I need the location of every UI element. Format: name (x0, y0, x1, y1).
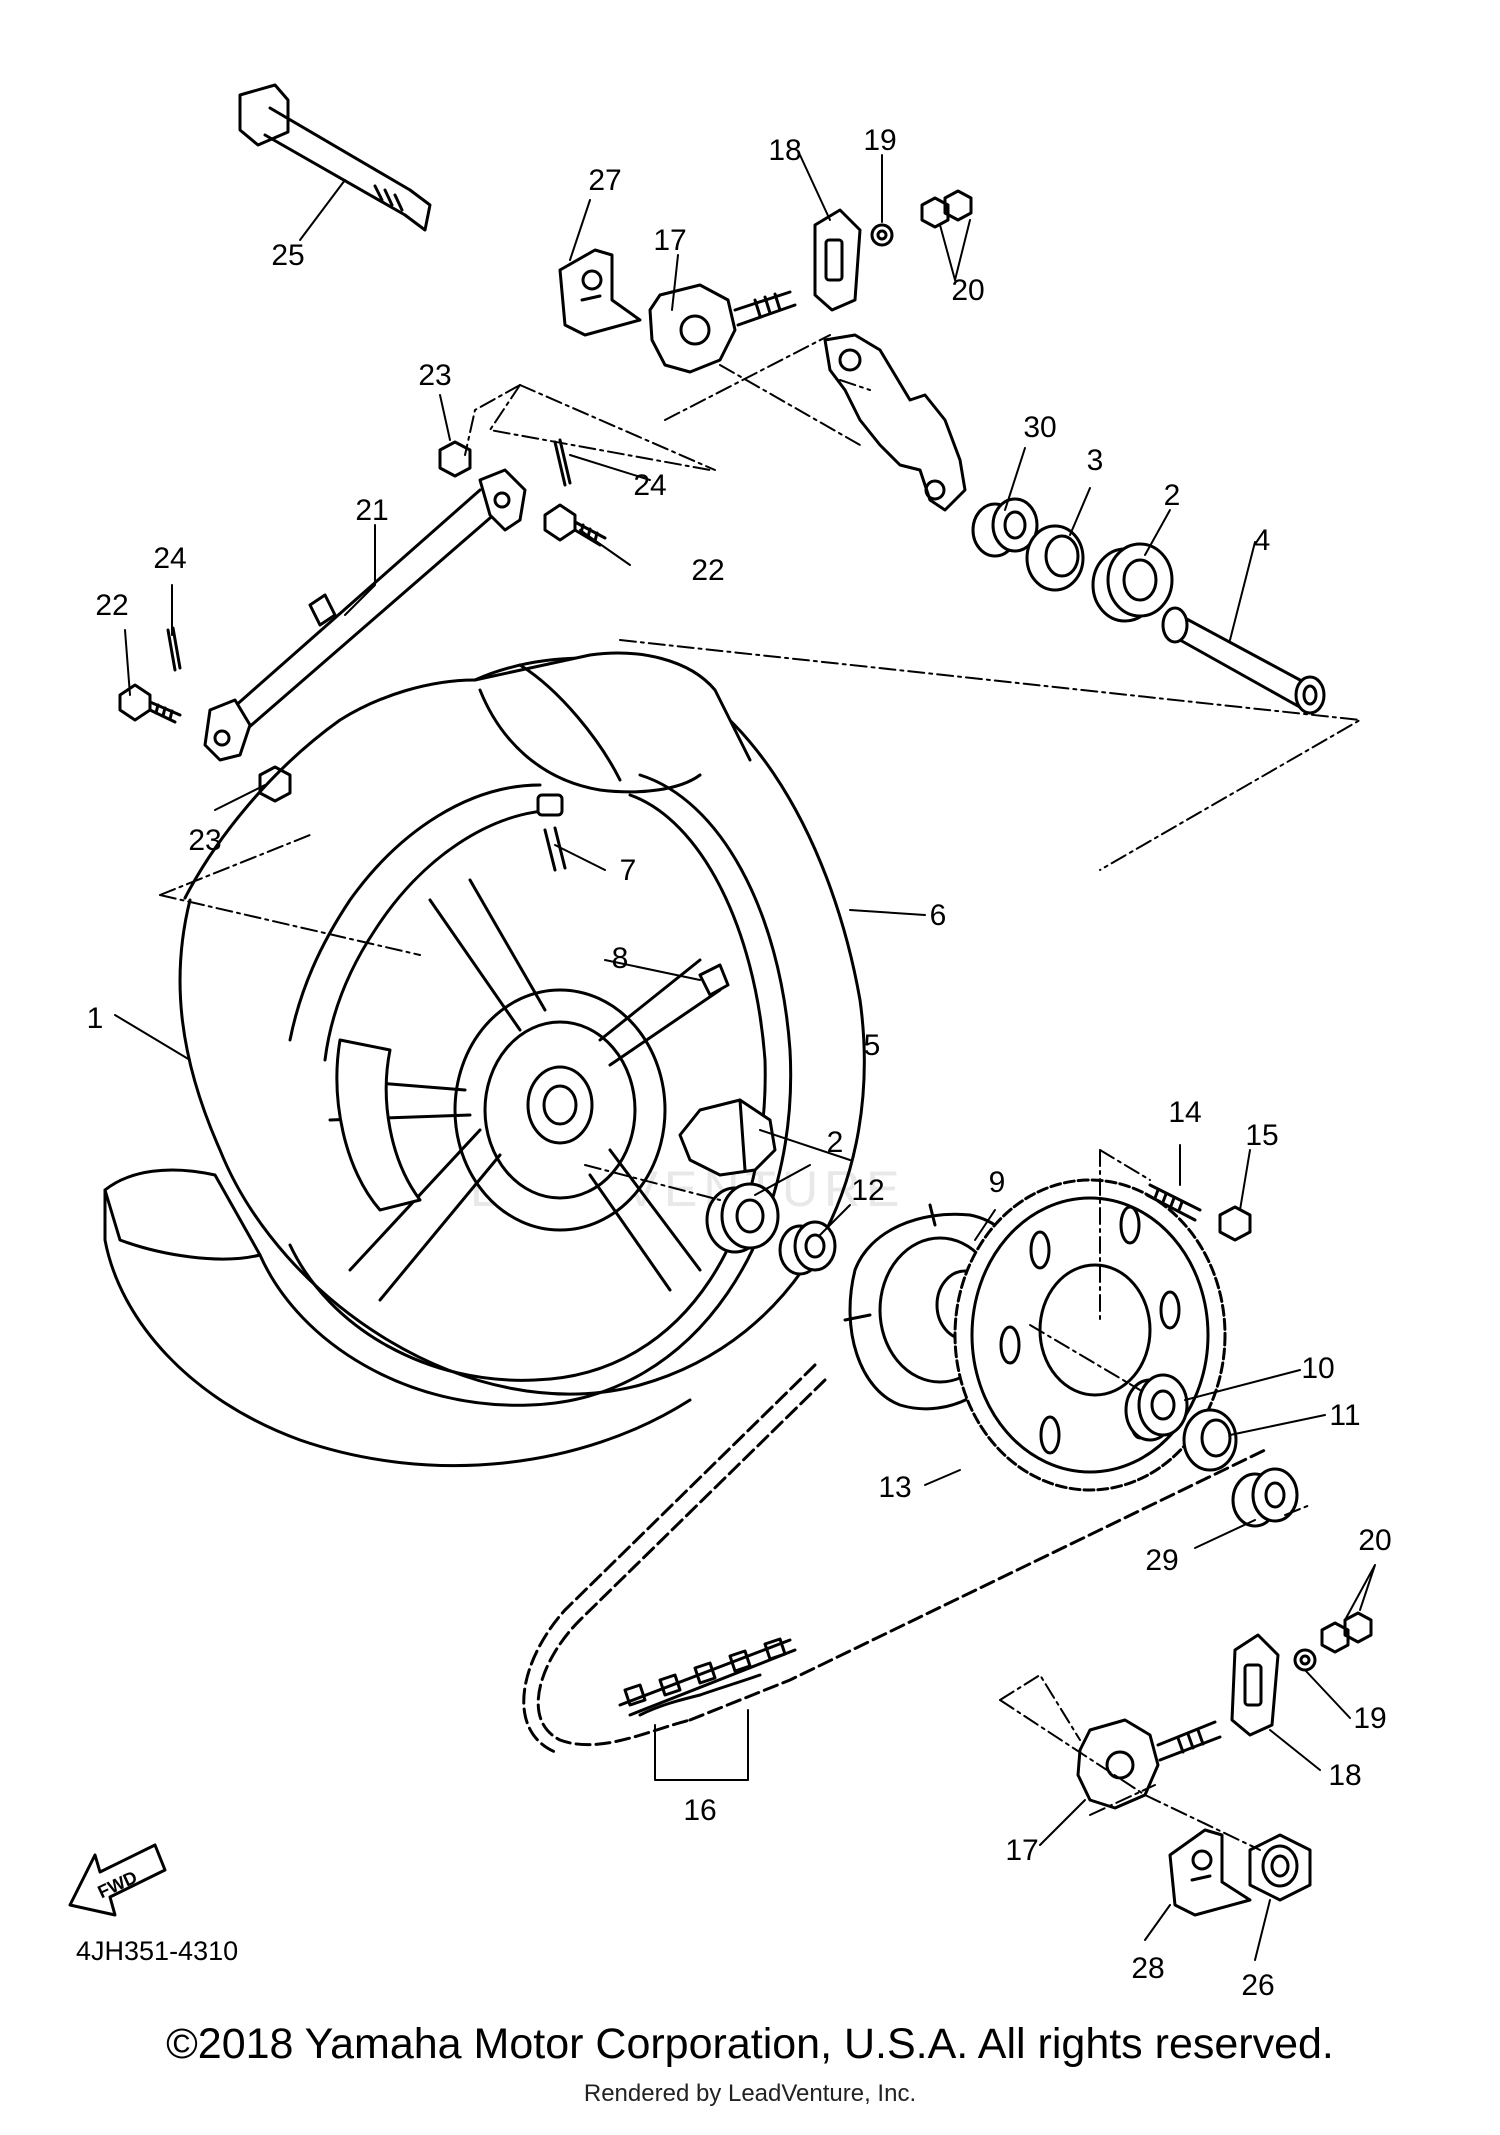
callout-22-left: 22 (95, 589, 128, 622)
washer-19-top (870, 223, 894, 247)
callout-24-top: 24 (633, 469, 666, 502)
callout-23-top: 23 (418, 359, 451, 392)
nut-20-bottom-b (1343, 1611, 1373, 1644)
nut-20-top-a (920, 196, 950, 229)
callout-2-top: 2 (1164, 479, 1181, 512)
bearing-2-lower (705, 1182, 780, 1254)
collar-29 (1231, 1467, 1299, 1528)
callout-19-bottom: 19 (1353, 1702, 1386, 1735)
adjust-plate-18-top (813, 208, 862, 312)
torque-rod-21 (203, 468, 527, 762)
bolt-22-top (543, 503, 607, 547)
chain-puller-17-bottom (1076, 1718, 1222, 1810)
callout-16: 16 (683, 1794, 716, 1827)
bearing-10 (1124, 1373, 1189, 1442)
callout-18-bottom: 18 (1328, 1759, 1361, 1792)
part-code: 4JH351-4310 (76, 1936, 239, 1966)
callout-4: 4 (1254, 524, 1271, 557)
callout-2-lower: 2 (827, 1126, 844, 1159)
callout-20-top: 20 (951, 274, 984, 307)
callout-27: 27 (588, 164, 621, 197)
chain-puller-bracket-28 (1168, 1828, 1252, 1917)
callout-1: 1 (87, 1002, 104, 1035)
callout-24-left: 24 (153, 542, 186, 575)
callout-17-top: 17 (653, 224, 686, 257)
adjust-plate-18-bottom (1230, 1633, 1280, 1737)
callout-10: 10 (1301, 1352, 1334, 1385)
nut-15 (1218, 1205, 1252, 1242)
bolt-22-left (118, 683, 182, 724)
callout-5: 5 (864, 1029, 881, 1062)
callout-23-bottom: 23 (188, 824, 221, 857)
copyright-notice: ©2018 Yamaha Motor Corporation, U.S.A. A… (166, 2020, 1334, 2068)
drive-chain-16 (522, 1363, 1267, 1754)
callout-28: 28 (1131, 1952, 1164, 1985)
callout-19-top: 19 (863, 124, 896, 157)
washer-19-bottom (1293, 1648, 1317, 1672)
hub-damper-5 (678, 1098, 777, 1177)
balance-weight-8 (698, 963, 730, 997)
collar-12 (778, 1220, 837, 1276)
nut-23-bottom (258, 765, 292, 803)
callout-29: 29 (1145, 1544, 1178, 1577)
chain-puller-bracket-27 (558, 248, 642, 337)
callout-13: 13 (878, 1471, 911, 1504)
callout-7: 7 (620, 854, 637, 887)
nut-20-top-b (943, 189, 973, 222)
fwd-arrow-icon (68, 1843, 167, 1917)
nut-23-top (438, 440, 472, 478)
nut-20-bottom-a (1320, 1621, 1350, 1654)
rear-wheel-and-tire (103, 651, 866, 1468)
axle-sleeve-4 (1161, 606, 1326, 715)
bearing-2-top (1091, 542, 1174, 623)
callout-26: 26 (1241, 1969, 1274, 2002)
callout-22-top: 22 (691, 554, 724, 587)
callout-25: 25 (271, 239, 304, 272)
callout-11: 11 (1329, 1399, 1360, 1432)
oil-seal-11 (1182, 1408, 1238, 1472)
callout-8: 8 (612, 942, 629, 975)
stud-bolt-14 (1145, 1183, 1202, 1222)
callout-18-top: 18 (768, 134, 801, 167)
callout-14: 14 (1168, 1096, 1201, 1129)
callout-30: 30 (1023, 411, 1056, 444)
callout-9: 9 (989, 1166, 1006, 1199)
callout-17-bottom: 17 (1005, 1834, 1038, 1867)
chain-puller-17-top (648, 283, 797, 374)
cotter-pin-24-left (166, 626, 182, 672)
cotter-pin-24-top (553, 438, 572, 487)
callout-6: 6 (930, 899, 947, 932)
callout-21: 21 (355, 494, 388, 527)
callout-20-bottom: 20 (1358, 1524, 1391, 1557)
rendered-by-credit: Rendered by LeadVenture, Inc. (583, 2080, 917, 2107)
caliper-bracket (823, 333, 967, 512)
axle-nut-26 (1248, 1833, 1312, 1902)
callout-3: 3 (1087, 444, 1104, 477)
rear-axle (238, 83, 432, 232)
oil-seal-3 (1025, 524, 1085, 592)
callout-15: 15 (1245, 1119, 1278, 1152)
collar-30 (971, 497, 1039, 558)
callout-12: 12 (851, 1174, 884, 1207)
